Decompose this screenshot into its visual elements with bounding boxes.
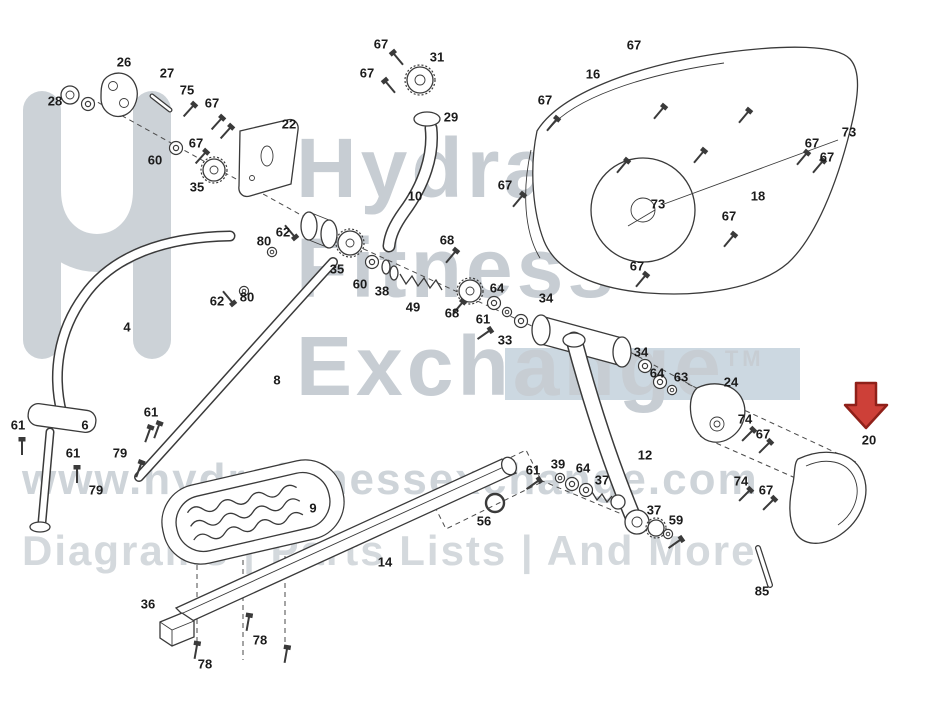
part-label-9: 9 (309, 500, 317, 516)
part-label-67: 67 (804, 135, 820, 151)
part-label-49: 49 (405, 299, 421, 315)
part-label-67: 67 (758, 482, 774, 498)
part-label-80: 80 (239, 289, 255, 305)
part-label-22: 22 (281, 116, 297, 132)
part-label-67: 67 (188, 135, 204, 151)
part-label-39: 39 (550, 456, 566, 472)
watermark-accent-band (505, 348, 800, 400)
part-label-61: 61 (65, 445, 81, 461)
part-label-12: 12 (637, 447, 653, 463)
part-label-61: 61 (10, 417, 26, 433)
part-label-64: 64 (649, 365, 665, 381)
part-label-67: 67 (537, 92, 553, 108)
part-label-33: 33 (497, 332, 513, 348)
part-label-27: 27 (159, 65, 175, 81)
part-label-67: 67 (819, 149, 835, 165)
highlight-arrow-icon (843, 381, 889, 430)
part-label-8: 8 (273, 372, 281, 388)
part-label-56: 56 (476, 513, 492, 529)
part-label-60: 60 (147, 152, 163, 168)
part-label-60: 60 (352, 276, 368, 292)
part-label-26: 26 (116, 54, 132, 70)
part-label-67: 67 (626, 37, 642, 53)
part-label-61: 61 (475, 311, 491, 327)
foot-pedal (161, 459, 345, 565)
part-label-36: 36 (140, 596, 156, 612)
side-shroud (525, 46, 859, 295)
part-label-4: 4 (123, 319, 131, 335)
part-label-78: 78 (252, 632, 268, 648)
part-label-67: 67 (629, 258, 645, 274)
part-label-28: 28 (47, 93, 63, 109)
part-label-75: 75 (179, 82, 195, 98)
part-label-73: 73 (841, 124, 857, 140)
swing-arm-tube (134, 257, 338, 482)
part-label-35: 35 (189, 179, 205, 195)
part-label-73: 73 (650, 196, 666, 212)
part-label-67: 67 (204, 95, 220, 111)
part-label-85: 85 (754, 583, 770, 599)
part-label-18: 18 (750, 188, 766, 204)
part-label-34: 34 (633, 344, 649, 360)
part-label-24: 24 (723, 374, 739, 390)
part-label-14: 14 (377, 554, 393, 570)
part-label-37: 37 (646, 502, 662, 518)
hydra-logo-watermark (23, 91, 171, 359)
watermark-trademark: TM (724, 346, 765, 371)
part-label-62: 62 (209, 293, 225, 309)
part-label-74: 74 (737, 411, 753, 427)
rubber-foot (159, 612, 195, 647)
part-label-34: 34 (538, 290, 554, 306)
part-label-10: 10 (407, 188, 423, 204)
part-label-67: 67 (497, 177, 513, 193)
watermark-tagline: Diagrams | Parts Lists | And More (22, 527, 757, 574)
part-label-74: 74 (733, 473, 749, 489)
part-label-38: 38 (374, 283, 390, 299)
link-cover (689, 383, 746, 443)
part-label-79: 79 (88, 482, 104, 498)
right-handle (755, 451, 867, 588)
part-label-64: 64 (575, 460, 591, 476)
console-mast (382, 64, 441, 253)
part-label-29: 29 (443, 109, 459, 125)
part-label-67: 67 (359, 65, 375, 81)
part-label-62: 62 (275, 224, 291, 240)
part-label-16: 16 (585, 66, 601, 82)
right-pedal-arm (554, 331, 674, 540)
left-handlebar (27, 230, 236, 533)
part-label-67: 67 (755, 426, 771, 442)
part-label-64: 64 (489, 280, 505, 296)
part-label-63: 63 (673, 369, 689, 385)
part-label-61: 61 (143, 404, 159, 420)
part-label-68: 68 (439, 232, 455, 248)
part-label-20: 20 (861, 432, 877, 448)
part-label-31: 31 (429, 49, 445, 65)
front-crank-assembly (60, 72, 299, 198)
part-label-37: 37 (594, 472, 610, 488)
part-label-6: 6 (81, 417, 89, 433)
part-label-79: 79 (112, 445, 128, 461)
part-label-80: 80 (256, 233, 272, 249)
part-label-67: 67 (721, 208, 737, 224)
part-label-35: 35 (329, 261, 345, 277)
part-label-78: 78 (197, 656, 213, 672)
part-label-67: 67 (373, 36, 389, 52)
part-label-61: 61 (525, 462, 541, 478)
part-label-59: 59 (668, 512, 684, 528)
part-label-68: 68 (444, 305, 460, 321)
